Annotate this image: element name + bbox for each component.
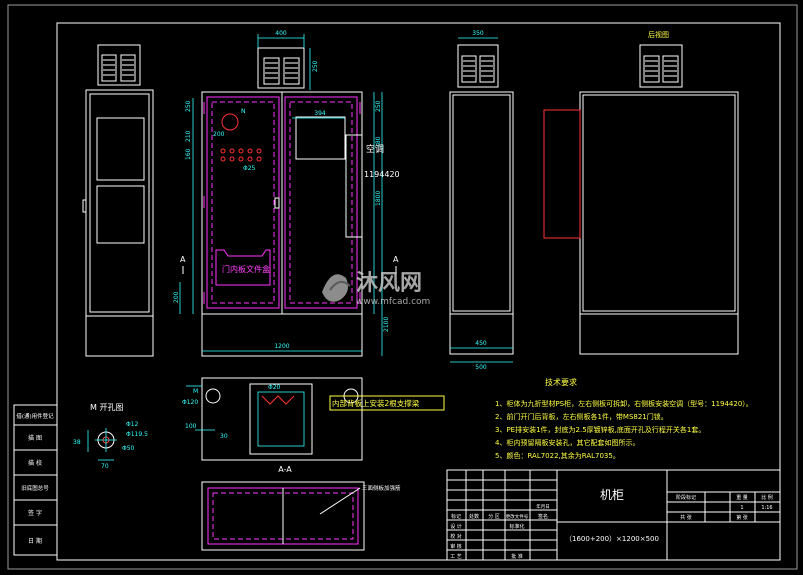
dim-plan-phi20: Φ20 [268, 384, 281, 391]
callout-doc-box: 门内板文件盒 [222, 264, 270, 274]
detail-m-label: M 开孔图 [90, 403, 123, 412]
left-table-cell-2: 描 图 [28, 434, 42, 442]
dim-aircon-width: 394 [314, 110, 326, 117]
dim-detail-70: 70 [101, 463, 109, 470]
tech-line-5: 5、颜色：RAL7022,其余为RAL7035。 [495, 451, 620, 460]
side-view [449, 37, 514, 363]
tb-role-design: 设 计 [450, 523, 462, 530]
dim-hole-200: 200 [213, 131, 225, 138]
tb-stage: 阶段标记 [676, 494, 696, 501]
dim-right-overall: 2100 [383, 317, 390, 332]
dim-side-depth-inner: 450 [475, 340, 487, 347]
dim-detail-phi50: Φ50 [122, 445, 135, 452]
dim-plan-100: 100 [185, 423, 197, 430]
rear-view-label: 后视图 [648, 30, 669, 39]
callout-m: M [193, 388, 198, 395]
tech-line-1: 1、柜体为九折型材PS柜，左右侧板可拆卸，右侧板安装空调（型号：1194420）… [495, 399, 753, 408]
tb-sheet: 第 张 [736, 514, 748, 521]
callout-aircon-model: 1194420 [364, 170, 400, 179]
left-table-cell-4: 旧底图总号 [21, 484, 49, 492]
dim-front-top-width: 400 [275, 30, 287, 37]
left-table-cell-5: 签 字 [28, 509, 42, 517]
tb-role-standard: 标准化 [509, 523, 524, 530]
rear-view [543, 44, 739, 355]
dim-plan-phi120: Φ120 [182, 399, 198, 406]
dim-front-height: 1800 [375, 191, 382, 206]
dim-hole-phi25: Φ25 [243, 165, 256, 172]
left-table-cell-1: 借(通)用件登记 [16, 412, 54, 420]
title-block-title: 机柜 [600, 488, 624, 502]
dim-detail-38: 38 [73, 439, 81, 446]
callout-aircon: 空调 [366, 143, 384, 155]
tb-role-approve: 批 准 [511, 553, 523, 560]
title-block-model: （1600+200）×1200×500 [565, 535, 659, 543]
section-marker-left: A [180, 255, 186, 264]
left-table-cell-3: 描 校 [28, 459, 42, 467]
tb-mark-5: 签名 [538, 513, 548, 520]
dim-front-width: 1200 [274, 343, 289, 350]
tech-line-4: 4、柜内预留隔板安装孔，其它配套如图所示。 [495, 438, 639, 447]
callout-top-rails-box [329, 395, 445, 411]
front-view-dimensions [179, 34, 383, 356]
watermark-brand: 沐风网 [356, 271, 422, 296]
tb-role-process: 工 艺 [450, 554, 462, 560]
tech-line-3: 3、PE排安装1件，封底为2.5厚镀锌板,底面开孔及行程开关各1套。 [495, 425, 705, 434]
watermark-logo [322, 274, 351, 302]
dim-right-1: 250 [375, 100, 382, 112]
tb-weight: 重 量 [736, 494, 748, 501]
title-block [446, 469, 781, 561]
dim-side-top-width: 350 [472, 30, 484, 37]
tb-mark-2: 处数 [469, 513, 479, 520]
left-revision-table [13, 404, 58, 556]
plan-view [186, 377, 363, 461]
tech-heading: 技术要求 [545, 377, 577, 387]
detail-m [87, 428, 117, 461]
left-side-view [82, 44, 154, 357]
dim-detail-phi12: Φ12 [126, 421, 139, 428]
dim-detail-phi119: Φ119.5 [126, 431, 148, 438]
section-aa-label: A-A [278, 465, 292, 474]
callout-top-rails: 内部背板上安装2根支撑梁 [332, 398, 420, 408]
sheet-outer-border [7, 4, 798, 570]
front-view [201, 47, 363, 357]
tb-mark-3: 分 区 [488, 513, 500, 520]
tb-mark-1: 标记 [451, 513, 461, 520]
dim-plan-30: 30 [220, 433, 228, 440]
dim-left-3: 160 [185, 148, 192, 160]
tech-line-2: 2、前门开门后背板，左右侧板各1件，带MS821门锁。 [495, 412, 668, 421]
tb-scale: 比 例 [761, 494, 773, 501]
dim-left-2: 210 [185, 130, 192, 142]
dim-right-2: 380 [375, 136, 382, 148]
tb-qty: 1 [740, 505, 743, 511]
tb-sheets: 共 张 [680, 514, 692, 521]
dim-plinth-height: 200 [173, 291, 180, 303]
dim-front-top-height: 250 [312, 60, 319, 72]
tb-mark-4: 更改文件号 [506, 513, 529, 520]
tb-scale-value: 1:16 [761, 505, 772, 511]
tb-role-review: 审 核 [450, 543, 462, 550]
dim-left-1: 250 [185, 100, 192, 112]
section-marker-right: A [393, 255, 399, 264]
dim-side-depth: 500 [475, 364, 487, 371]
tb-mark-6: 年月日 [536, 503, 550, 510]
watermark-url: www.mfcad.com [356, 297, 430, 307]
tb-role-check: 校 对 [450, 533, 462, 540]
callout-n: N [241, 108, 246, 115]
callout-section-note: 三面侧板加强筋 [362, 484, 401, 492]
section-aa [201, 481, 365, 551]
left-table-cell-6: 日 期 [28, 537, 42, 545]
sheet-inner-frame [56, 22, 781, 561]
